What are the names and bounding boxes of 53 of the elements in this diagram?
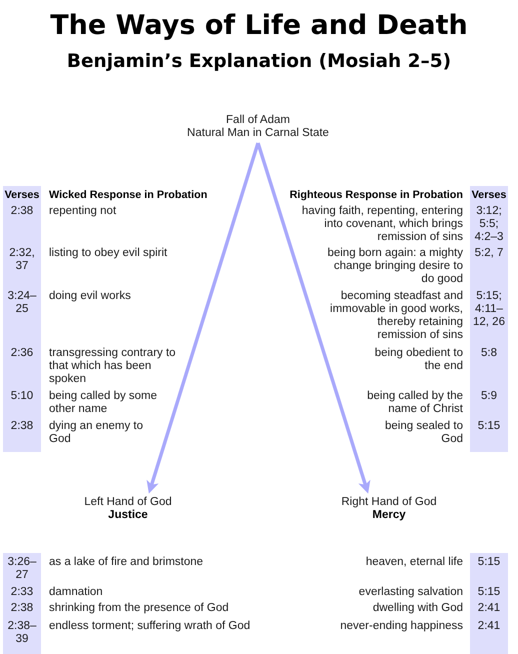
arrow — [256, 142, 370, 494]
response-text: being called by some other name — [49, 390, 158, 415]
response-text: transgressing contrary to that which has been spoken — [49, 347, 176, 385]
verse-reference: 5:15 — [478, 420, 500, 432]
verse-reference: 2:38 — [10, 205, 34, 217]
response-text: dying an enemy to God — [49, 420, 143, 445]
outcome-text: shrinking from the presence of God — [49, 602, 229, 614]
verse-reference: 3:26–27 — [8, 556, 36, 581]
column-header: Verses — [4, 189, 40, 201]
response-text: repenting not — [49, 205, 116, 217]
verse-reference: 5:15; 4:11–12, 26 — [473, 290, 505, 328]
verse-reference: 3:24–25 — [8, 290, 36, 315]
outcome-text: heaven, eternal life — [366, 556, 463, 568]
response-text: listing to obey evil spirit — [49, 247, 168, 259]
response-text: doing evil works — [49, 290, 131, 302]
verse-reference: 5:15 — [478, 556, 500, 568]
outcome-text: damnation — [49, 586, 103, 598]
response-text: being obedient to the end — [374, 347, 463, 372]
verse-reference: 2:32, 37 — [9, 247, 35, 272]
outcome-text: as a lake of fire and brimstone — [49, 556, 204, 568]
verse-reference: 5:2, 7 — [474, 247, 504, 259]
verse-reference: 2:41 — [478, 602, 500, 614]
verse-reference: 2:36 — [10, 347, 34, 359]
verse-reference: 2:41 — [478, 620, 500, 632]
node-label: Natural Man in Carnal State — [187, 127, 329, 140]
verse-reference: 2:38 — [10, 420, 34, 432]
column-header: Righteous Response in Probation — [290, 189, 463, 201]
verse-reference: 2:38 — [10, 602, 34, 614]
response-text: becoming steadfast and immovable in good works, thereby retaining remission of sins — [330, 290, 463, 341]
verse-reference: 3:12; 5:5; 4:2–3 — [474, 205, 504, 243]
node-label: Left Hand of God — [84, 496, 172, 509]
response-text: being called by the name of Christ — [367, 390, 463, 415]
outcome-text: endless torment; suffering wrath of God — [49, 620, 250, 632]
response-text: being sealed to God — [384, 420, 463, 445]
node-label: Right Hand of God — [341, 496, 437, 509]
verse-reference: 5:10 — [10, 390, 34, 402]
verse-reference: 5:15 — [478, 586, 500, 598]
title: The Ways of Life and Death — [50, 10, 468, 41]
subtitle: Benjamin’s Explanation (Mosiah 2–5) — [66, 51, 452, 72]
node-heading: Mercy — [371, 509, 407, 522]
outcome-text: dwelling with God — [372, 602, 463, 614]
node-heading: Justice — [107, 509, 149, 522]
arrow — [146, 142, 260, 494]
outcome-text: everlasting salvation — [358, 586, 463, 598]
verse-reference: 2:33 — [10, 586, 34, 598]
response-text: being born again: a mighty change bringing desire to do good — [327, 247, 463, 285]
node-label: Fall of Adam — [225, 114, 291, 127]
column-header: Wicked Response in Probation — [49, 189, 208, 201]
column-header: Verses — [472, 189, 506, 201]
verse-reference: 2:38–39 — [8, 620, 36, 645]
verse-reference: 5:8 — [481, 347, 497, 359]
outcome-text: never-ending happiness — [340, 620, 463, 632]
verse-reference: 5:9 — [481, 390, 497, 402]
